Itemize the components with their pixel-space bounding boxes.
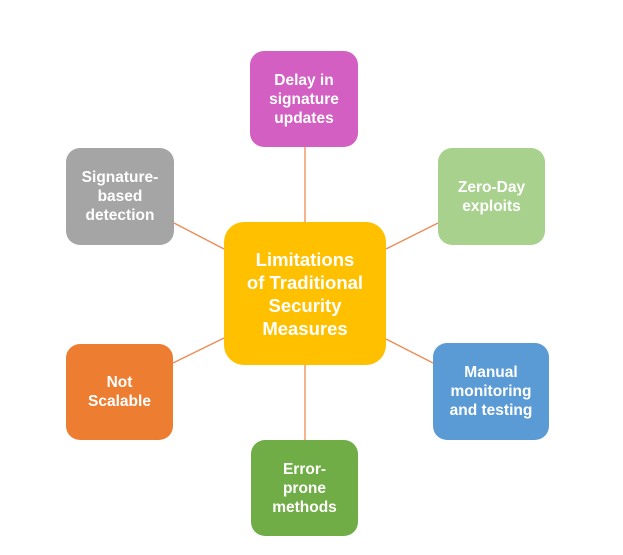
connector-bottom-left bbox=[172, 337, 225, 364]
connector-top-right bbox=[385, 222, 439, 250]
node-not-scalable: Not Scalable bbox=[66, 344, 173, 440]
node-manual-monitoring: Manual monitoring and testing bbox=[433, 343, 549, 440]
node-signature-based-detection: Signature- based detection bbox=[66, 148, 174, 245]
node-zero-day-exploits: Zero-Day exploits bbox=[438, 148, 545, 245]
center-node-limitations: Limitations of Traditional Security Meas… bbox=[224, 222, 386, 365]
connector-top-left bbox=[173, 222, 225, 250]
connector-bottom-right bbox=[385, 338, 434, 364]
node-delay-in-signature-updates: Delay in signature updates bbox=[250, 51, 358, 147]
node-error-prone-methods: Error- prone methods bbox=[251, 440, 358, 536]
